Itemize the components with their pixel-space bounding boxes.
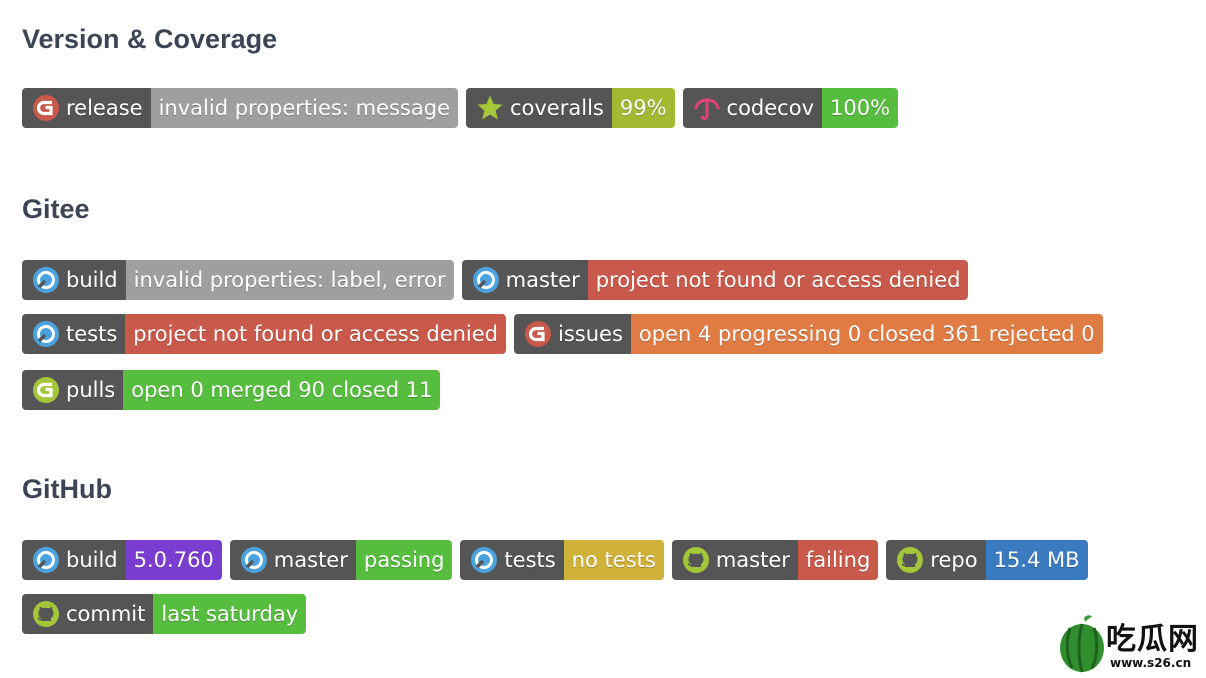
github-master-badge-message: passing: [355, 540, 453, 580]
gitee-build-badge-message: invalid properties: label, error: [125, 260, 454, 300]
codecov-badge-label: codecov: [726, 96, 814, 120]
star-icon: [476, 94, 504, 122]
gitee-issues-badge-label: issues: [558, 322, 623, 346]
github-tests-badge[interactable]: tests no tests: [460, 540, 664, 580]
gitee-pulls-badge[interactable]: pulls open 0 merged 90 closed 11: [22, 370, 441, 410]
watermelon-icon: [1060, 615, 1104, 673]
coveralls-badge-label: coveralls: [509, 96, 604, 120]
badge-row-version: release invalid properties: message cove…: [22, 88, 899, 128]
badge-row-github-2: commit last saturday: [22, 594, 307, 634]
github-repo-badge-message: 15.4 MB: [985, 540, 1088, 580]
gitee-tests-badge[interactable]: tests project not found or access denied: [22, 314, 507, 354]
gitee-pulls-badge-message: open 0 merged 90 closed 11: [123, 370, 441, 410]
watermark-logo: 吃瓜网 www.s26.cn: [1058, 612, 1204, 674]
gitee-build-badge-label: build: [66, 268, 118, 292]
release-badge-message: invalid properties: message: [150, 88, 458, 128]
gitee-issues-badge[interactable]: issues open 4 progressing 0 closed 361 r…: [514, 314, 1103, 354]
github-master-actions-badge-label: master: [715, 548, 790, 572]
github-build-badge-message: 5.0.760: [125, 540, 222, 580]
gitee-g-icon: [32, 94, 60, 122]
ci-icon: [472, 266, 500, 294]
gitee-tests-badge-label: tests: [66, 322, 118, 346]
github-master-actions-badge-message: failing: [797, 540, 879, 580]
gitee-master-badge-message: project not found or access denied: [587, 260, 969, 300]
coveralls-badge[interactable]: coveralls 99%: [465, 88, 675, 128]
release-badge-label: release: [66, 96, 143, 120]
gitee-g-icon: [524, 320, 552, 348]
gitee-pulls-badge-label: pulls: [66, 378, 116, 402]
gitee-build-badge[interactable]: build invalid properties: label, error: [22, 260, 454, 300]
release-badge[interactable]: release invalid properties: message: [22, 88, 458, 128]
ci-icon: [32, 266, 60, 294]
badge-row-gitee-2: tests project not found or access denied…: [22, 314, 1103, 354]
gitee-master-badge-label: master: [505, 268, 580, 292]
codecov-badge[interactable]: codecov 100%: [682, 88, 899, 128]
watermark-name: 吃瓜网: [1106, 622, 1199, 657]
badge-row-gitee-3: pulls open 0 merged 90 closed 11: [22, 370, 441, 410]
github-build-badge-label: build: [66, 548, 118, 572]
github-master-actions-badge[interactable]: master failing: [671, 540, 879, 580]
github-master-badge-label: master: [273, 548, 348, 572]
github-tests-badge-label: tests: [504, 548, 556, 572]
gitee-g-icon: [32, 376, 60, 404]
ci-icon: [470, 546, 498, 574]
codecov-umbrella-icon: [693, 94, 721, 122]
section-title-gitee: Gitee: [22, 194, 90, 224]
github-octocat-icon: [682, 546, 710, 574]
github-commit-badge[interactable]: commit last saturday: [22, 594, 307, 634]
github-build-badge[interactable]: build 5.0.760: [22, 540, 222, 580]
ci-icon: [32, 546, 60, 574]
github-commit-badge-message: last saturday: [153, 594, 307, 634]
github-commit-badge-label: commit: [66, 602, 146, 626]
badge-row-github-1: build 5.0.760 master passing tests no te…: [22, 540, 1088, 580]
gitee-tests-badge-message: project not found or access denied: [125, 314, 507, 354]
coveralls-badge-message: 99%: [611, 88, 675, 128]
gitee-issues-badge-message: open 4 progressing 0 closed 361 rejected…: [630, 314, 1103, 354]
ci-icon: [240, 546, 268, 574]
section-title-github: GitHub: [22, 474, 112, 504]
codecov-badge-message: 100%: [822, 88, 899, 128]
badge-row-gitee-1: build invalid properties: label, error m…: [22, 260, 969, 300]
github-master-badge[interactable]: master passing: [229, 540, 453, 580]
github-octocat-icon: [32, 600, 60, 628]
github-tests-badge-message: no tests: [563, 540, 664, 580]
section-title-version-coverage: Version & Coverage: [22, 24, 278, 54]
github-repo-badge[interactable]: repo 15.4 MB: [886, 540, 1088, 580]
watermark-url: www.s26.cn: [1110, 656, 1192, 670]
github-octocat-icon: [896, 546, 924, 574]
github-repo-badge-label: repo: [930, 548, 978, 572]
ci-icon: [32, 320, 60, 348]
gitee-master-badge[interactable]: master project not found or access denie…: [461, 260, 969, 300]
